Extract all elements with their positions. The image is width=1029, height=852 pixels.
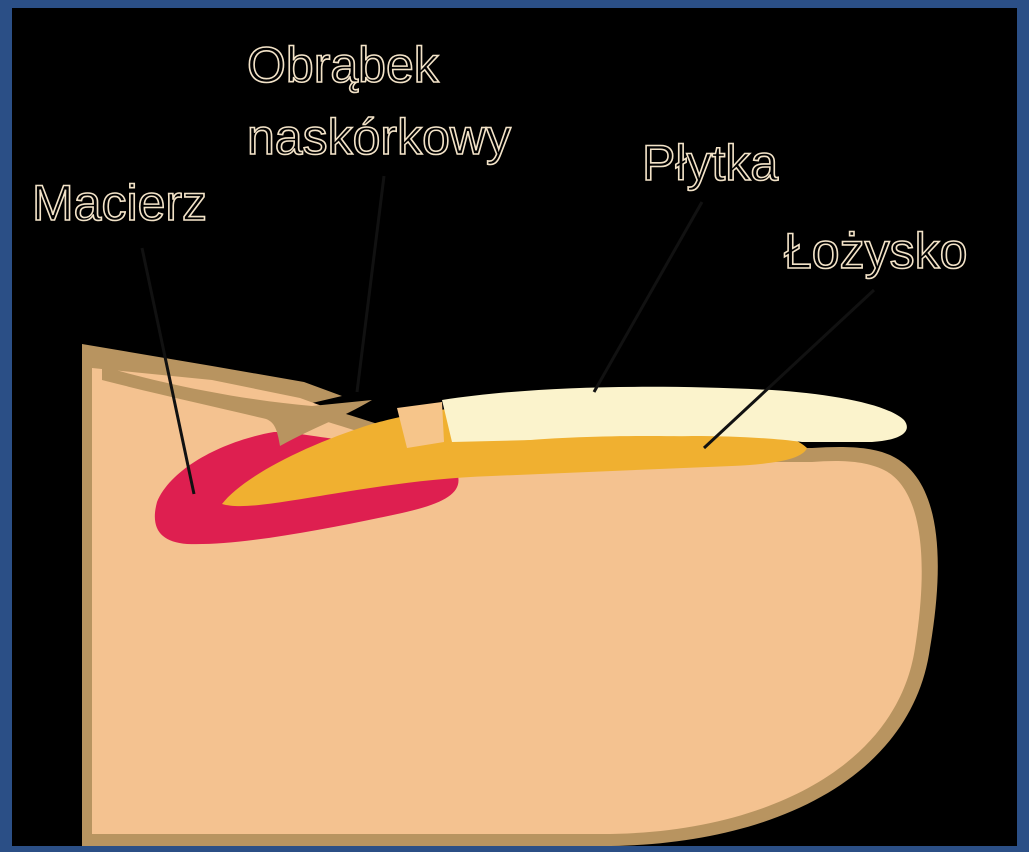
label-cuticle-line1: Obrąbek [247, 37, 440, 93]
label-matrix: Macierz [32, 175, 207, 231]
label-plate: Płytka [642, 135, 778, 191]
leader-line-plate [594, 202, 702, 392]
nail-plate [442, 387, 907, 442]
nail-anatomy-diagram: Macierz Obrąbek naskórkowy Płytka Łożysk… [12, 8, 1017, 846]
label-bed: Łożysko [784, 223, 967, 279]
label-cuticle-line2: naskórkowy [247, 109, 511, 165]
diagram-canvas: Macierz Obrąbek naskórkowy Płytka Łożysk… [12, 8, 1017, 846]
leader-line-cuticle [357, 176, 384, 392]
